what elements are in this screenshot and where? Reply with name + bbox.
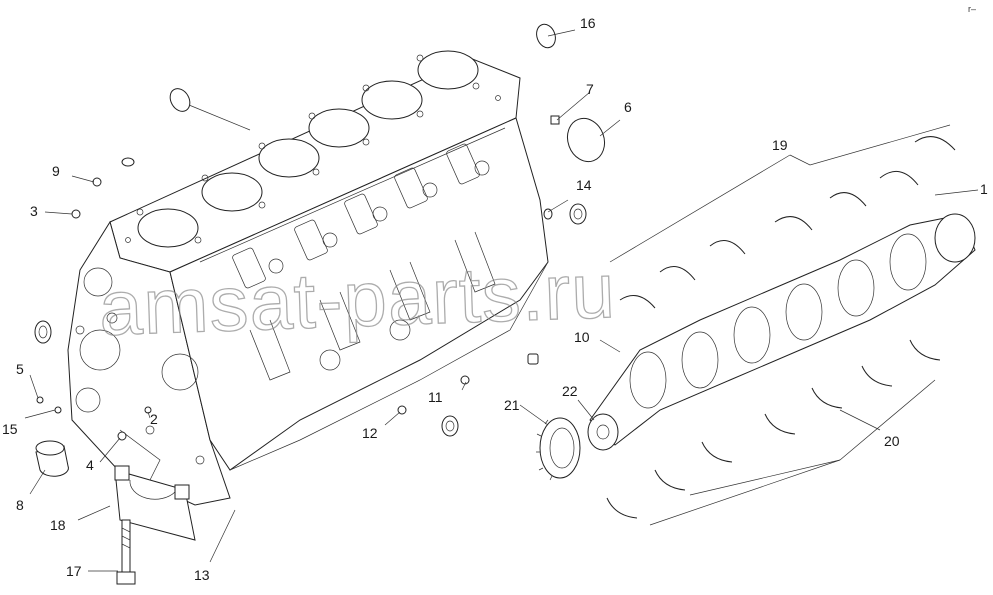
callout-19: 19 xyxy=(772,137,788,153)
callout-9: 9 xyxy=(52,163,60,179)
callout-20: 20 xyxy=(884,433,900,449)
leader-lines xyxy=(24,29,979,572)
callout-22: 22 xyxy=(562,383,578,399)
callout-6: 6 xyxy=(624,99,632,115)
callout-15: 15 xyxy=(2,421,18,437)
cap-bolt xyxy=(116,519,136,585)
callout-7: 7 xyxy=(586,81,594,97)
main-bearing-cap xyxy=(114,465,196,541)
upper-bearing-shells xyxy=(619,136,956,309)
small-fasteners xyxy=(36,177,152,441)
cap-plug xyxy=(121,157,135,167)
callout-3: 3 xyxy=(30,203,38,219)
head-plug xyxy=(169,88,191,112)
callout-17: 17 xyxy=(66,563,82,579)
callout-4: 4 xyxy=(86,457,94,473)
small-plug xyxy=(550,115,560,125)
callout-5: 5 xyxy=(16,361,24,377)
callout-18: 18 xyxy=(50,517,66,533)
callout-2: 2 xyxy=(150,411,158,427)
corner-mark: r– xyxy=(968,4,976,14)
cup-plug xyxy=(566,117,606,163)
expansion-plug-top xyxy=(536,23,556,49)
callout-1: 1 xyxy=(980,181,988,197)
callout-12: 12 xyxy=(362,425,378,441)
callout-8: 8 xyxy=(16,497,24,513)
lower-bearing-shells xyxy=(606,339,941,519)
callout-labels: 1 2 3 4 5 6 7 8 9 10 11 12 13 14 15 16 1… xyxy=(2,15,988,583)
cylinder-block xyxy=(67,50,549,506)
pin xyxy=(527,353,539,365)
watermark-text: amsat-parts.ru xyxy=(98,246,618,352)
bushing xyxy=(35,440,69,477)
callout-10: 10 xyxy=(574,329,590,345)
callout-11: 11 xyxy=(428,389,443,405)
crankshaft xyxy=(587,213,976,451)
seal-ring xyxy=(34,320,52,344)
crankshaft-gear xyxy=(536,417,581,481)
plugs-lower xyxy=(397,375,470,437)
callout-16: 16 xyxy=(580,15,596,31)
callout-14: 14 xyxy=(576,177,592,193)
callout-13: 13 xyxy=(194,567,210,583)
callout-21: 21 xyxy=(504,397,520,413)
seal-right xyxy=(543,203,587,225)
